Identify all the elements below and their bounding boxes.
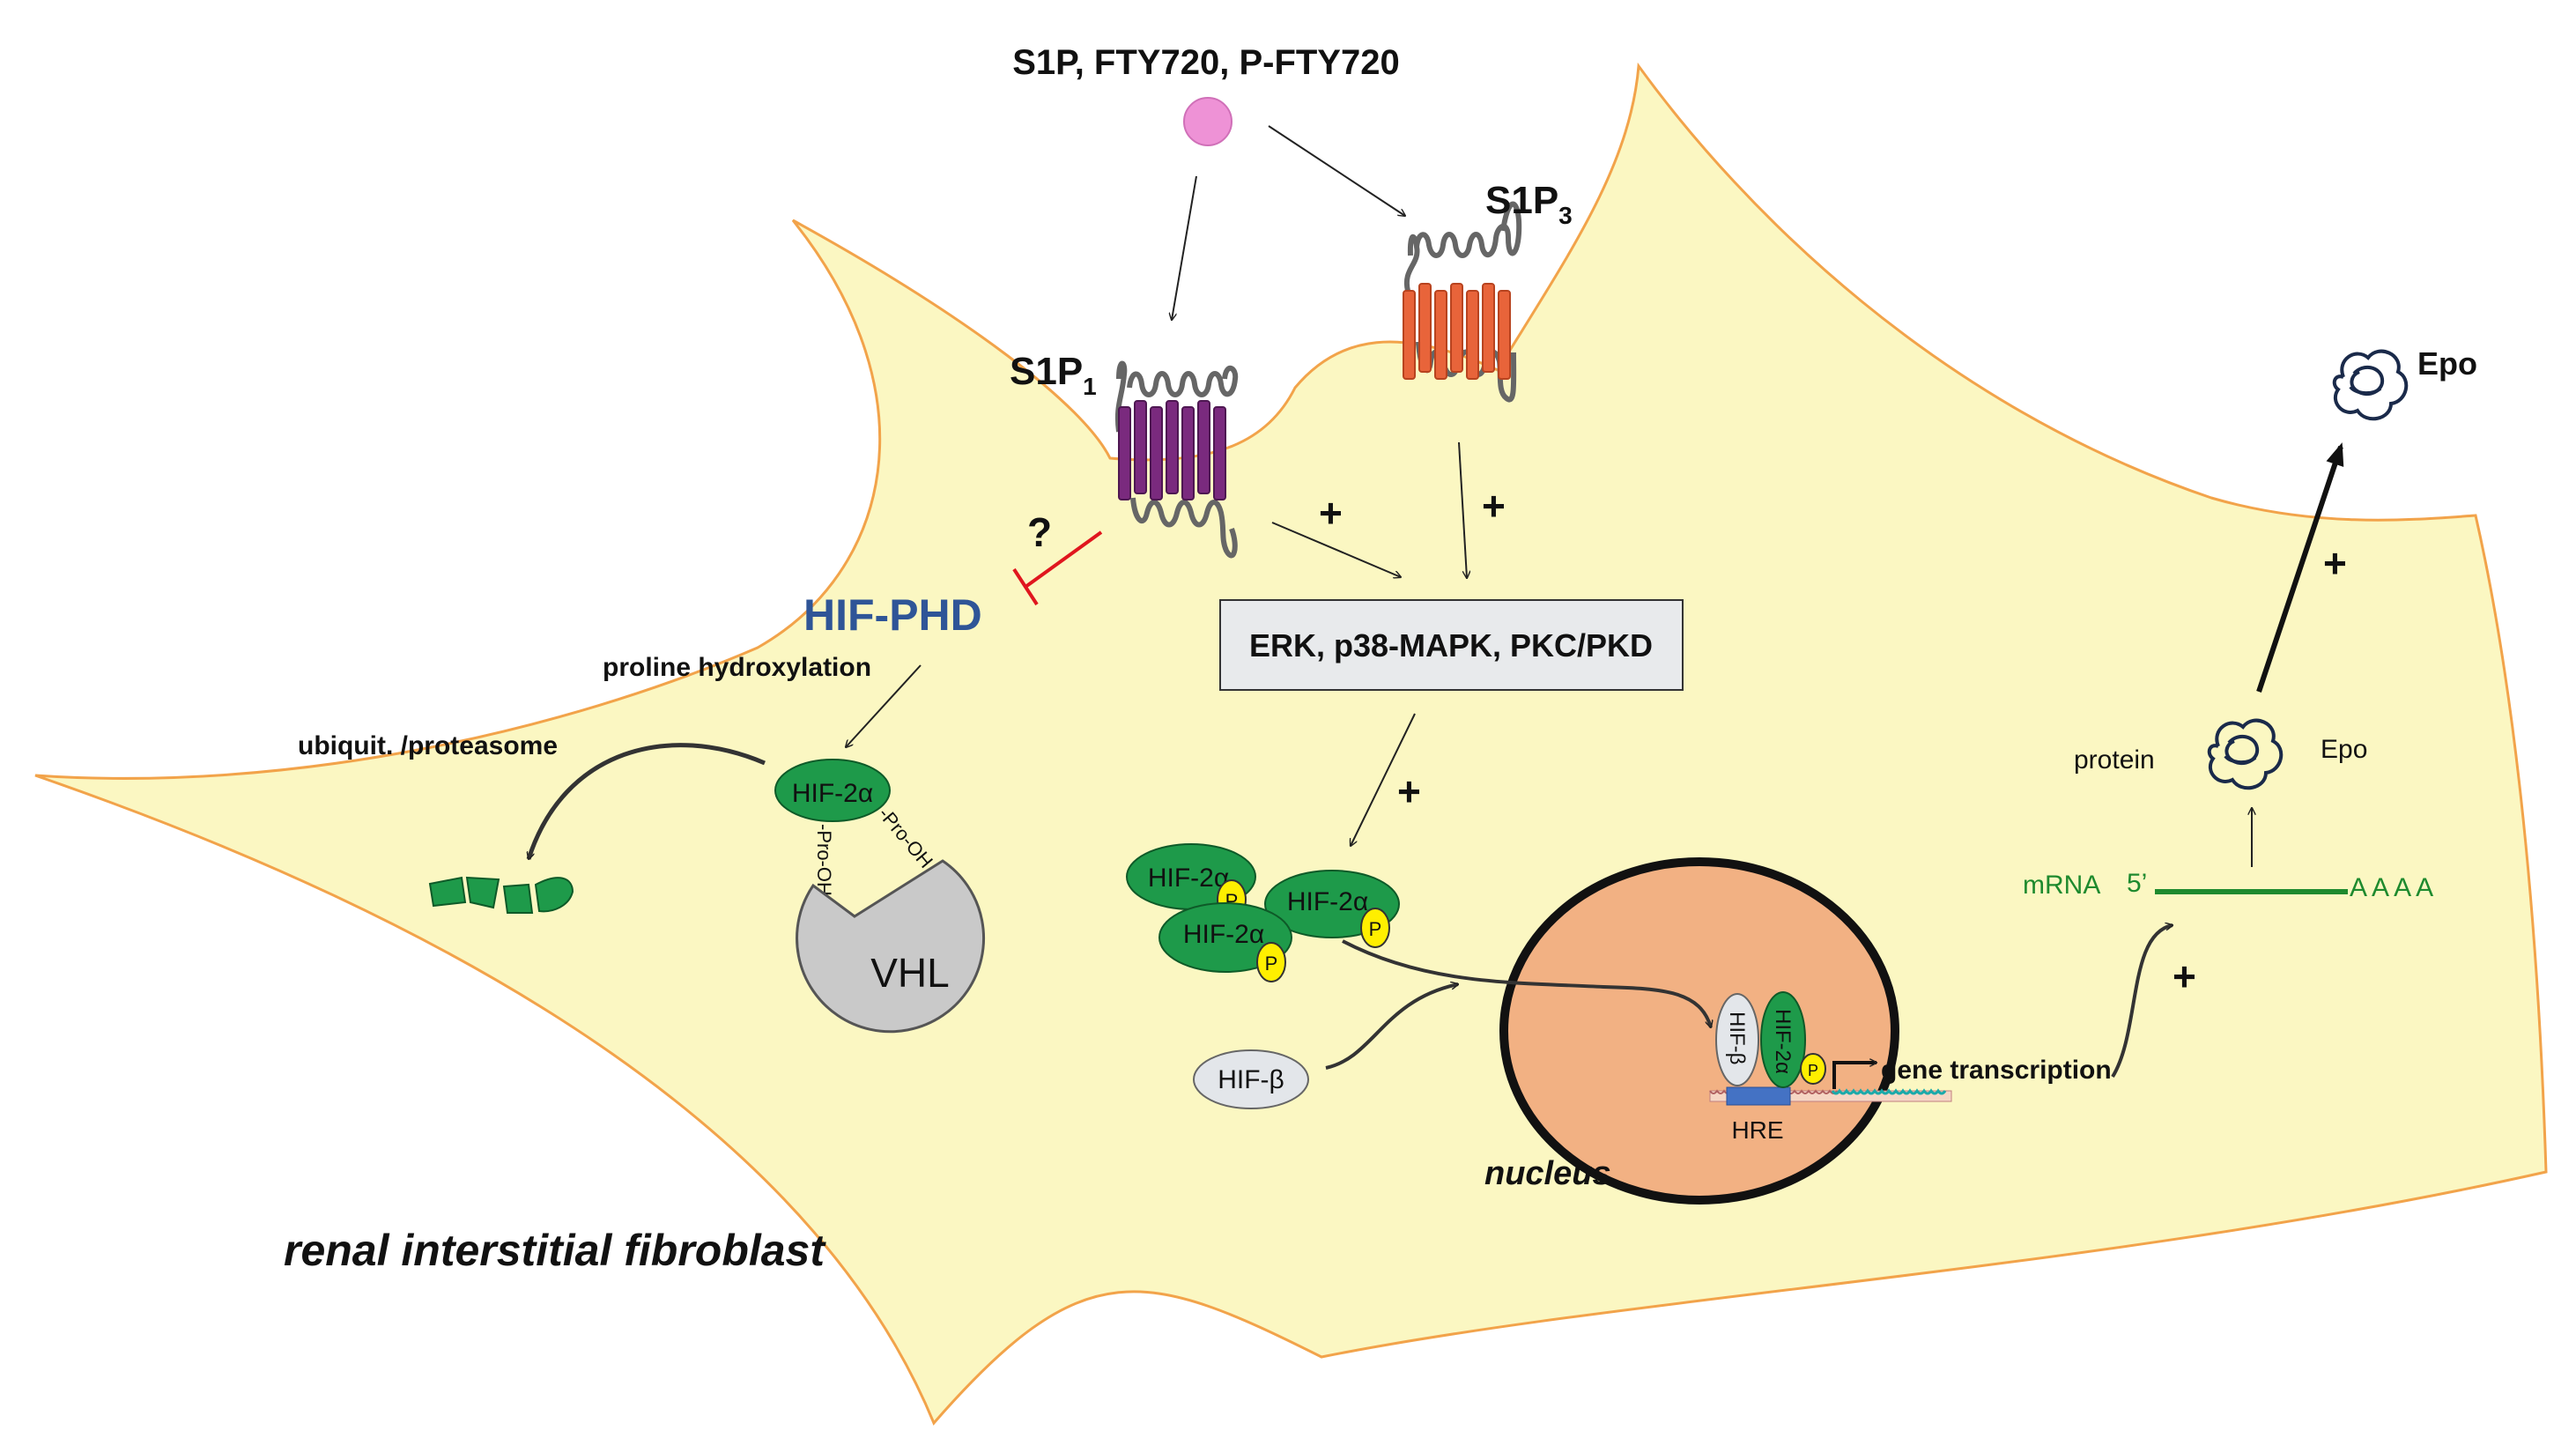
hif-phd-label: HIF-PHD xyxy=(803,590,982,640)
hif2a-bound-label: HIF-2α xyxy=(1771,1009,1795,1074)
svg-text:HIF-2α: HIF-2α xyxy=(1183,920,1264,949)
plus-secretion: + xyxy=(2323,540,2347,586)
pro-oh-left: -Pro-OH xyxy=(813,824,835,896)
svg-text:HIF-2α: HIF-2α xyxy=(1287,887,1368,916)
ligand-to-s1p3-arrow xyxy=(1268,125,1405,216)
svg-text:P: P xyxy=(1265,953,1278,975)
svg-text:P: P xyxy=(1369,918,1382,940)
phospho-bound xyxy=(1800,1053,1826,1085)
nucleus-outline xyxy=(1499,857,1899,1205)
inhibition-line xyxy=(1024,530,1103,589)
nucleus xyxy=(1505,863,1896,1201)
ligand-circle xyxy=(1183,97,1232,146)
epo-protein-inside xyxy=(2207,718,2284,790)
proteasome-fragments xyxy=(428,876,574,914)
s1p3-label: S1P3 xyxy=(1485,179,1573,229)
hif-beta-label: HIF-β xyxy=(1218,1065,1284,1094)
s1p1-receptor xyxy=(1114,360,1239,559)
hif-to-nucleus-arrow xyxy=(1342,939,1711,1027)
epo-inside-label: Epo xyxy=(2321,735,2367,764)
proline-hydroxylation-label: proline hydroxylation xyxy=(603,653,871,682)
epo-protein-secreted xyxy=(2332,349,2409,421)
kinase-box xyxy=(1219,599,1684,691)
plus-mrna: + xyxy=(2173,953,2196,999)
hif-beta-bound-label: HIF-β xyxy=(1725,1012,1749,1064)
kinase-label: ERK, p38-MAPK, PKC/PKD xyxy=(1249,627,1653,663)
ligand-label: S1P, FTY720, P-FTY720 xyxy=(1012,43,1399,82)
secretion-arrow xyxy=(2256,442,2344,693)
hif-beta-bound xyxy=(1715,993,1759,1086)
nucleus-label: nucleus xyxy=(1484,1155,1611,1192)
hre-box xyxy=(1726,1086,1791,1106)
phospho-bound-label: P xyxy=(1808,1062,1818,1079)
question-mark: ? xyxy=(1027,509,1052,555)
plus-kinase-hif: + xyxy=(1397,768,1421,814)
s1p1-label: S1P1 xyxy=(1010,350,1097,400)
nucleus-to-mrna-arrow xyxy=(2111,925,2173,1079)
s1p3-receptor xyxy=(1403,201,1522,403)
five-prime-label: 5’ xyxy=(2127,869,2147,898)
hif2a-hydroxylated-label: HIF-2α xyxy=(792,779,873,808)
cell-type-label: renal interstitial fibroblast xyxy=(284,1226,826,1275)
plus-s1p3-kinase: + xyxy=(1482,483,1506,529)
transcription-start-arrow xyxy=(1832,1063,1876,1089)
s1p3-to-kinase-arrow xyxy=(1458,441,1467,578)
hif2a-bound xyxy=(1760,991,1806,1088)
ligand-to-s1p1-arrow xyxy=(1172,175,1197,320)
poly-a-label: A A A A xyxy=(2350,873,2433,902)
vhl-protein xyxy=(796,859,986,1034)
hif-beta-to-nucleus-arrow xyxy=(1325,984,1458,1070)
degradation-arrow xyxy=(529,743,766,859)
phospho-hif2a-cluster: HIF-2α P HIF-2α P HIF-2α P xyxy=(1126,843,1400,982)
kinase-to-hif-arrow xyxy=(1351,713,1416,846)
s1p1-to-kinase-arrow xyxy=(1271,522,1401,577)
gene-transcription-label: gene transcription xyxy=(1881,1056,2112,1085)
cell-membrane xyxy=(34,62,2548,1426)
svg-text:HIF-2α: HIF-2α xyxy=(1148,864,1229,893)
epo-secreted-label: Epo xyxy=(2417,345,2477,382)
hif2a-hydroxylated xyxy=(774,759,891,822)
protein-label: protein xyxy=(2074,745,2155,775)
hre-label: HRE xyxy=(1731,1116,1783,1144)
phd-to-hif-arrow xyxy=(846,664,922,747)
hif-beta xyxy=(1193,1049,1309,1109)
plus-s1p1-kinase: + xyxy=(1319,490,1343,536)
mrna-label: mRNA xyxy=(2023,871,2100,900)
inhibition-bar xyxy=(1012,567,1039,606)
vhl-label: VHL xyxy=(870,950,949,996)
ubiquit-label: ubiquit. /proteasome xyxy=(298,731,558,760)
